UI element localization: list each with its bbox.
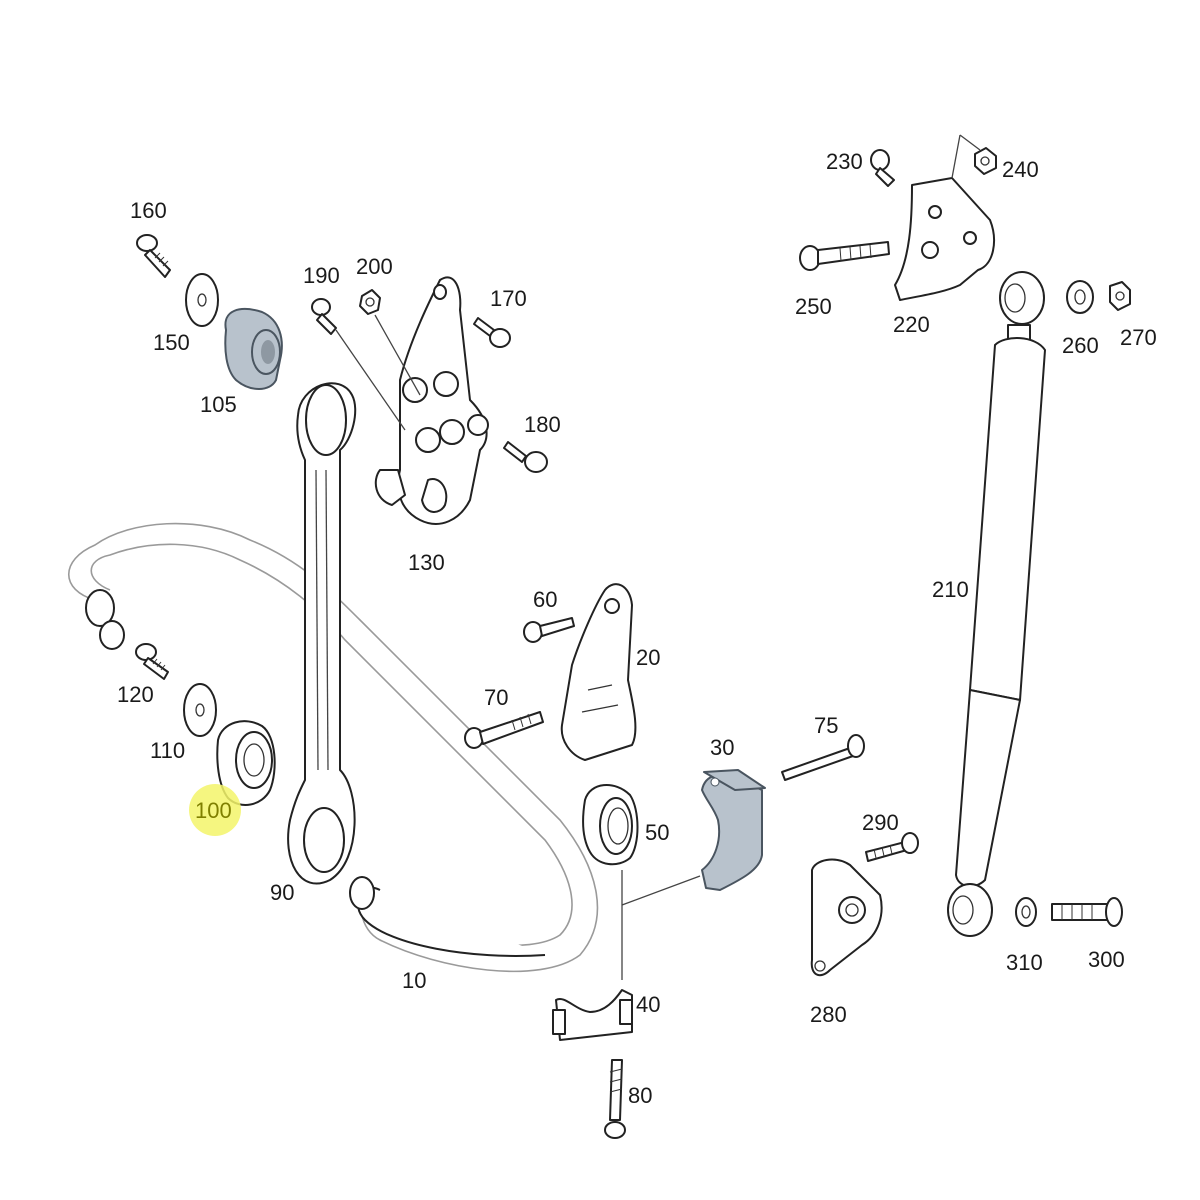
part-260-sleeve[interactable] bbox=[1066, 280, 1094, 314]
part-50-bushing[interactable] bbox=[582, 783, 639, 866]
label-130[interactable]: 130 bbox=[408, 550, 445, 575]
part-110-washer[interactable] bbox=[183, 683, 217, 737]
part-105-bushing[interactable] bbox=[224, 308, 283, 390]
part-270-nut[interactable] bbox=[1109, 281, 1131, 311]
part-130-bracket[interactable] bbox=[374, 276, 489, 525]
part-90-link-arm[interactable] bbox=[287, 382, 357, 885]
part-180-bolt[interactable] bbox=[503, 441, 548, 473]
label-230[interactable]: 230 bbox=[826, 149, 863, 174]
label-280[interactable]: 280 bbox=[810, 1002, 847, 1027]
leader-200-130 bbox=[374, 314, 421, 396]
label-150[interactable]: 150 bbox=[153, 330, 190, 355]
label-75[interactable]: 75 bbox=[814, 713, 838, 738]
part-40-clamp-half[interactable] bbox=[552, 989, 633, 1041]
label-10[interactable]: 10 bbox=[402, 968, 426, 993]
part-290-bolt[interactable] bbox=[865, 832, 919, 862]
part-170-bolt[interactable] bbox=[473, 317, 511, 348]
leader-190-130 bbox=[335, 329, 406, 431]
part-100-bushing[interactable] bbox=[216, 720, 276, 806]
label-310[interactable]: 310 bbox=[1006, 950, 1043, 975]
label-80[interactable]: 80 bbox=[628, 1083, 652, 1108]
part-20-bracket[interactable] bbox=[560, 583, 637, 761]
part-120-bolt[interactable] bbox=[135, 643, 169, 680]
label-110[interactable]: 110 bbox=[150, 738, 185, 763]
label-250[interactable]: 250 bbox=[795, 294, 832, 319]
part-310-washer[interactable] bbox=[1015, 897, 1037, 927]
part-75-bolt[interactable] bbox=[781, 734, 865, 781]
label-160[interactable]: 160 bbox=[130, 198, 167, 223]
label-90[interactable]: 90 bbox=[270, 880, 294, 905]
callout-labels: 10 20 30 40 50 60 70 75 80 90 100 105 11… bbox=[117, 149, 1157, 1108]
leader-240-220 bbox=[951, 134, 981, 179]
label-200[interactable]: 200 bbox=[356, 254, 393, 279]
part-70-bolt[interactable] bbox=[464, 711, 544, 749]
label-60[interactable]: 60 bbox=[533, 587, 557, 612]
label-105[interactable]: 105 bbox=[200, 392, 237, 417]
label-220[interactable]: 220 bbox=[893, 312, 930, 337]
part-280-bracket[interactable] bbox=[810, 858, 883, 977]
label-20[interactable]: 20 bbox=[636, 645, 660, 670]
leader-50-30 bbox=[621, 875, 701, 906]
part-300-bolt[interactable] bbox=[1051, 897, 1123, 927]
label-170[interactable]: 170 bbox=[490, 286, 527, 311]
part-150-washer[interactable] bbox=[185, 273, 219, 327]
callout-highlight-100 bbox=[189, 784, 241, 836]
part-250-bolt[interactable] bbox=[799, 241, 890, 271]
label-70[interactable]: 70 bbox=[484, 685, 508, 710]
label-260[interactable]: 260 bbox=[1062, 333, 1099, 358]
part-230-bolt[interactable] bbox=[870, 149, 895, 187]
label-40[interactable]: 40 bbox=[636, 992, 660, 1017]
part-80-bolt[interactable] bbox=[604, 1059, 626, 1139]
label-270[interactable]: 270 bbox=[1120, 325, 1157, 350]
label-190[interactable]: 190 bbox=[303, 263, 340, 288]
label-120[interactable]: 120 bbox=[117, 682, 154, 707]
part-160-bolt[interactable] bbox=[136, 234, 171, 278]
label-290[interactable]: 290 bbox=[862, 810, 899, 835]
part-210-shock-absorber[interactable] bbox=[947, 271, 1046, 937]
part-30-clamp[interactable] bbox=[701, 769, 766, 891]
part-200-nut[interactable] bbox=[359, 289, 381, 315]
label-30[interactable]: 30 bbox=[710, 735, 734, 760]
part-220-bracket[interactable] bbox=[894, 177, 995, 301]
label-240[interactable]: 240 bbox=[1002, 157, 1039, 182]
label-100[interactable]: 100 bbox=[195, 798, 232, 823]
label-180[interactable]: 180 bbox=[524, 412, 561, 437]
label-210[interactable]: 210 bbox=[932, 577, 969, 602]
part-60-bolt[interactable] bbox=[523, 617, 575, 643]
label-50[interactable]: 50 bbox=[645, 820, 669, 845]
part-240-nut[interactable] bbox=[974, 147, 997, 175]
part-10-stabilizer-bar[interactable] bbox=[68, 522, 599, 973]
label-300[interactable]: 300 bbox=[1088, 947, 1125, 972]
part-190-bolt[interactable] bbox=[311, 298, 337, 335]
